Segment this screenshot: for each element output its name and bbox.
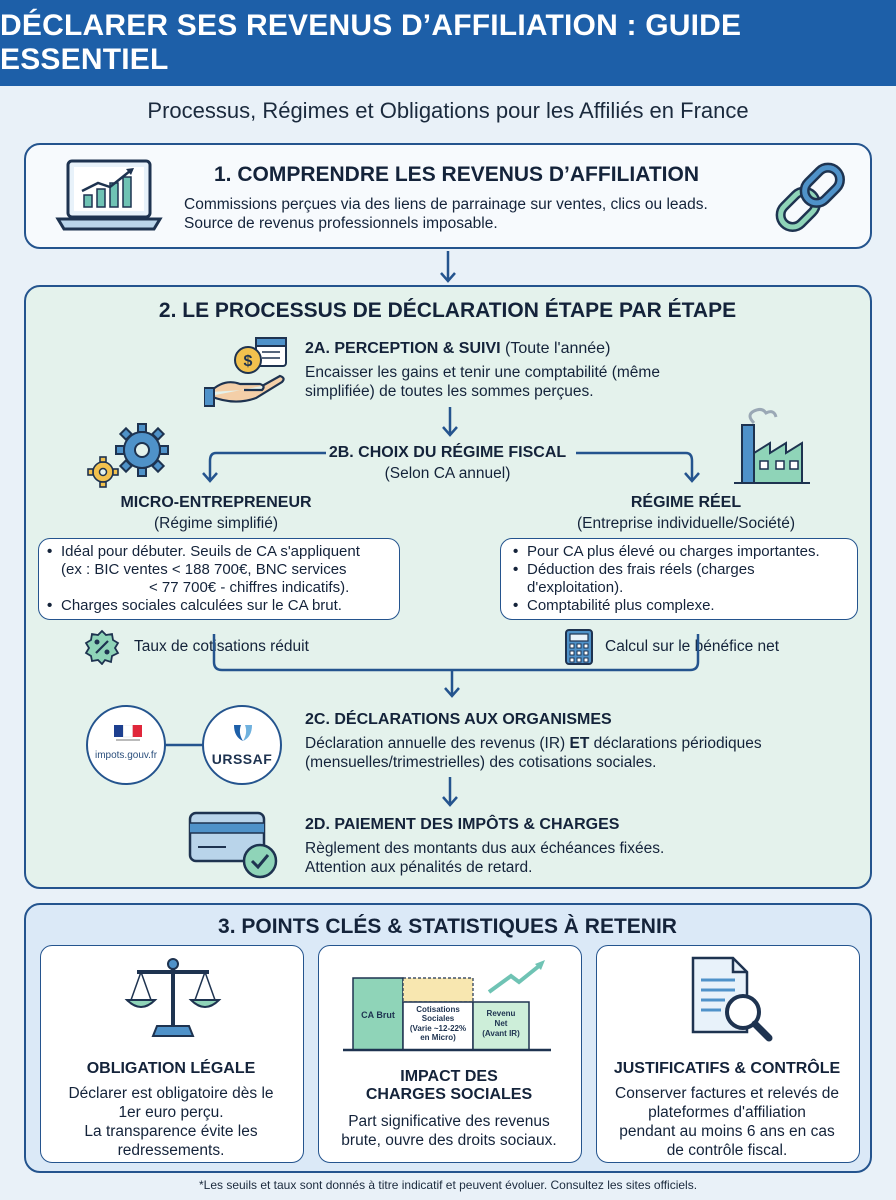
micro-footer: Taux de cotisations réduit: [134, 638, 309, 655]
scales-of-justice-icon: [124, 958, 222, 1037]
micro-bullet-1-line2: (ex : BIC ventes < 188 700€, BNC service…: [61, 561, 347, 578]
step-2b-subtitle: (Selon CA annuel): [384, 465, 511, 482]
reel-card: Pour CA plus élevé ou charges importante…: [500, 538, 858, 620]
section-process: 2. LE PROCESSUS DE DÉCLARATION ÉTAPE PAR…: [24, 285, 872, 889]
card2-line: brute, ouvre des droits sociaux.: [341, 1132, 557, 1149]
micro-bullet-1-line1: Idéal pour débuter. Seuils de CA s'appli…: [61, 543, 360, 560]
reel-bullet-1: Pour CA plus élevé ou charges importante…: [513, 543, 849, 561]
micro-title: MICRO-ENTREPRENEUR: [120, 494, 312, 511]
card3-line: pendant au moins 6 ans en cas: [619, 1123, 835, 1140]
section-key-points: 3. POINTS CLÉS & STATISTIQUES À RETENIR …: [24, 903, 872, 1173]
merge-arrows: [212, 634, 700, 698]
chain-link-icon: [775, 162, 845, 232]
arrow-down-2a: [442, 407, 458, 437]
document-magnifier-icon: [691, 956, 773, 1042]
urssaf-logo-text: URSSAF: [211, 751, 273, 767]
micro-bullet-2: Charges sociales calculées sur le CA bru…: [47, 597, 391, 615]
page-title: DÉCLARER SES REVENUS D’AFFILIATION : GUI…: [0, 9, 742, 76]
step-2a-title: 2A. PERCEPTION & SUIVI (Toute l'année): [305, 340, 610, 358]
urssaf-mark-icon: [234, 725, 252, 741]
reel-subtitle: (Entreprise individuelle/Société): [577, 515, 795, 532]
reel-footer: Calcul sur le bénéfice net: [605, 638, 780, 655]
step-2a-line1: Encaisser les gains et tenir une comptab…: [305, 364, 660, 381]
step-2a-title-main: 2A. PERCEPTION & SUIVI: [305, 340, 501, 357]
micro-subtitle: (Régime simplifié): [153, 515, 279, 532]
reel-bullet-2-line2: d'exploitation).: [527, 579, 624, 596]
gears-icon: [87, 423, 169, 488]
step-2c-line2: (mensuelles/trimestrielles) des cotisati…: [305, 754, 657, 771]
factory-icon: [734, 407, 810, 484]
card3-line: plateformes d'affiliation: [648, 1104, 806, 1121]
section3-title: 3. POINTS CLÉS & STATISTIQUES À RETENIR: [218, 915, 677, 938]
card1-line: 1er euro perçu.: [118, 1104, 224, 1121]
card3-line: Conserver factures et relevés de: [615, 1085, 839, 1102]
step-2c-line1: Déclaration annuelle des revenus (IR) ET…: [305, 734, 762, 753]
step-2d-title: 2D. PAIEMENT DES IMPÔTS & CHARGES: [305, 816, 620, 833]
section2-title: 2. LE PROCESSUS DE DÉCLARATION ÉTAPE PAR…: [158, 299, 737, 322]
hand-money-calendar-icon: $: [204, 337, 287, 407]
card1-line: Déclarer est obligatoire dès le: [68, 1085, 274, 1102]
card2-line: Part significative des revenus: [348, 1113, 550, 1130]
credit-card-check-icon: [188, 811, 278, 879]
step-2c-line1-post: déclarations périodiques: [593, 735, 762, 752]
step-2c-line1-bold: ET: [569, 735, 590, 752]
step-2d-line1: Règlement des montants dus aux échéances…: [305, 840, 665, 857]
step-2c-title: 2C. DÉCLARATIONS AUX ORGANISMES: [305, 711, 612, 728]
arrow-down-2c: [442, 777, 458, 807]
page-subtitle: Processus, Régimes et Obligations pour l…: [147, 98, 749, 123]
card1-line: La transparence évite les: [84, 1123, 258, 1140]
card2-title-line2: CHARGES SOCIALES: [365, 1086, 533, 1103]
charges-breakdown-diagram: CA Brut Cotisations Sociales (Varie ~12-…: [343, 960, 551, 1052]
page-header: DÉCLARER SES REVENUS D’AFFILIATION : GUI…: [0, 0, 896, 86]
section-understand: 1. COMPRENDRE LES REVENUS D’AFFILIATION …: [24, 143, 872, 249]
step-2c-line1-pre: Déclaration annuelle des revenus (IR): [305, 735, 566, 752]
diagram-net-l2: Net: [495, 1019, 508, 1028]
card2-title: IMPACT DES CHARGES SOCIALES: [319, 1068, 579, 1104]
impots-logo-text: impots.gouv.fr: [94, 750, 158, 761]
diagram-net-l3: (Avant IR): [482, 1029, 520, 1038]
percent-badge-icon: [84, 629, 120, 665]
card2-text: Part significative des revenus brute, ou…: [319, 1112, 579, 1150]
micro-bullet-1-line3: < 77 700€ - chiffres indicatifs).: [149, 579, 350, 596]
logo-connector: [164, 743, 204, 747]
diagram-contrib-l3: (Varie ~12-22%: [410, 1024, 466, 1033]
section1-title: 1. COMPRENDRE LES REVENUS D’AFFILIATION: [214, 163, 699, 186]
calculator-icon: [565, 629, 593, 665]
step-2b-title: 2B. CHOIX DU RÉGIME FISCAL: [328, 444, 567, 461]
card3-text: Conserver factures et relevés de platefo…: [597, 1084, 857, 1160]
diagram-gross-label: CA Brut: [361, 1010, 395, 1020]
card1-text: Déclarer est obligatoire dès le 1er euro…: [41, 1084, 301, 1160]
step-2a-title-suffix: (Toute l'année): [505, 340, 611, 357]
section1-line1: Commissions perçues via des liens de par…: [184, 196, 708, 213]
section1-line2: Source de revenus professionnels imposab…: [184, 215, 498, 232]
diagram-contrib-l2: Sociales: [422, 1014, 455, 1023]
laptop-chart-icon: [55, 159, 163, 231]
micro-card: Idéal pour débuter. Seuils de CA s'appli…: [38, 538, 400, 620]
card3-line: de contrôle fiscal.: [666, 1142, 788, 1159]
reel-bullet-2: Déduction des frais réels (charges d'exp…: [513, 561, 849, 597]
card3-title: JUSTIFICATIFS & CONTRÔLE: [613, 1060, 841, 1077]
card2-title-line1: IMPACT DES: [400, 1068, 498, 1085]
card-social-charges: CA Brut Cotisations Sociales (Varie ~12-…: [318, 945, 582, 1163]
reel-bullet-3: Comptabilité plus complexe.: [513, 597, 849, 615]
arrow-down-1: [440, 251, 456, 283]
step-2a-line2: simplifiée) de toutes les sommes perçues…: [305, 383, 594, 400]
card1-line: redressements.: [117, 1142, 225, 1159]
reel-bullet-2-line1: Déduction des frais réels (charges: [527, 561, 755, 578]
card-records-control: JUSTIFICATIFS & CONTRÔLE Conserver factu…: [596, 945, 860, 1163]
card1-title: OBLIGATION LÉGALE: [86, 1060, 256, 1077]
diagram-contrib-l4: en Micro): [420, 1033, 456, 1042]
branch-arrows: [202, 451, 700, 483]
urssaf-logo: URSSAF: [202, 705, 282, 785]
step-2d-line2: Attention aux pénalités de retard.: [305, 859, 533, 876]
french-flag-icon: [114, 725, 142, 741]
impots-logo: impots.gouv.fr: [86, 705, 166, 785]
micro-bullet-1: Idéal pour débuter. Seuils de CA s'appli…: [47, 543, 391, 597]
reel-title: RÉGIME RÉEL: [630, 494, 742, 511]
diagram-net-l1: Revenu: [487, 1009, 516, 1018]
card-legal-obligation: OBLIGATION LÉGALE Déclarer est obligatoi…: [40, 945, 304, 1163]
footnote: *Les seuils et taux sont donnés à titre …: [198, 1178, 698, 1192]
diagram-contrib-l1: Cotisations: [416, 1005, 460, 1014]
svg-text:$: $: [244, 353, 253, 370]
